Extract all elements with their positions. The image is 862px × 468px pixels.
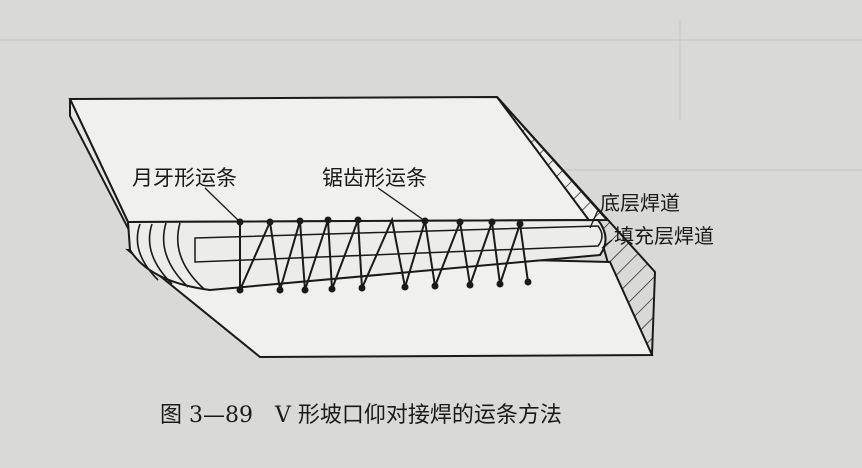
sawtooth-motion-label: 锯齿形运条 <box>322 166 427 190</box>
leader-lines <box>204 187 613 249</box>
sawtooth-weave-path <box>239 216 529 291</box>
root-pass-bead <box>194 225 603 263</box>
fill-pass-label: 填充层焊道 <box>614 224 714 248</box>
crescent-motion-strokes <box>136 222 205 290</box>
upper-plate-top <box>68 95 610 224</box>
crescent-motion-label: 月牙形运条 <box>132 166 237 190</box>
root-pass-label: 底层焊道 <box>600 191 680 215</box>
figure-caption: 图 3—89 V 形坡口仰对接焊的运条方法 <box>160 403 562 428</box>
